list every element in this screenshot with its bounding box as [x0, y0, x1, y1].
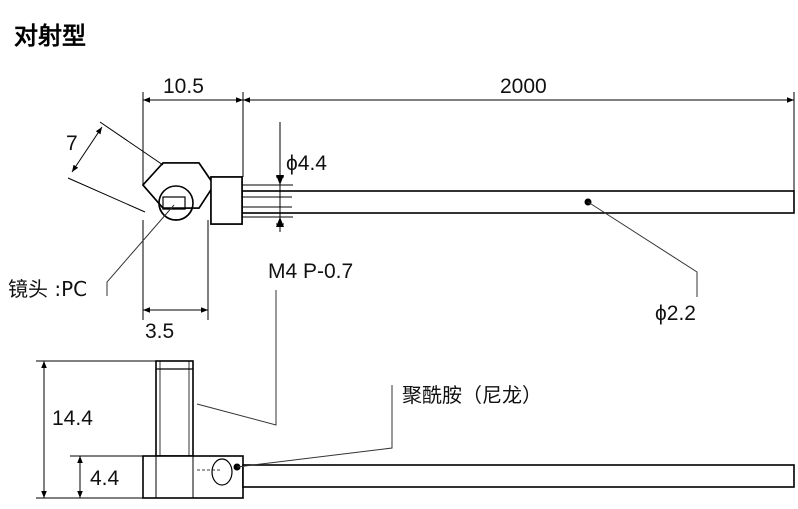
dim-fiber-diameter: ϕ2.2	[655, 302, 696, 325]
dim-fiber-length: 2000	[500, 75, 547, 98]
leader-fiber-diameter	[587, 201, 698, 297]
fiber-cable	[241, 190, 795, 214]
leader-lens	[106, 204, 175, 296]
dim-total-height: 14.4	[52, 407, 93, 430]
sheath-label: 聚酰胺（尼龙）	[402, 383, 542, 407]
thread-label: M4 P-0.7	[268, 260, 353, 283]
side-fiber-cable	[242, 464, 795, 488]
dim-head-length: 10.5	[163, 75, 204, 98]
dim-sleeve-diameter: ϕ4.4	[286, 152, 327, 175]
leader-sheath	[236, 385, 393, 468]
dim-lens-width: 3.5	[145, 320, 174, 343]
lens-label: 镜头 :PC	[8, 277, 87, 301]
drawing-title: 对射型	[14, 22, 86, 50]
dim-hex-width: 7	[66, 132, 78, 155]
side-view	[142, 360, 795, 499]
dim-line-7	[71, 126, 103, 173]
threaded-post	[155, 360, 194, 457]
dim-sleeve-height: 4.4	[90, 467, 120, 490]
leader-thread	[196, 290, 277, 426]
